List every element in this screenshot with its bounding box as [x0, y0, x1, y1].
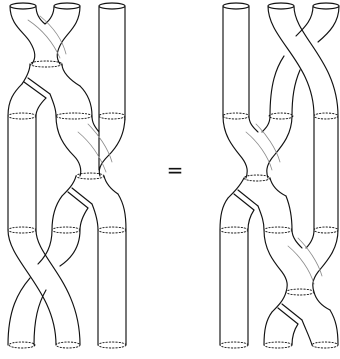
left-top-end-1	[10, 3, 36, 9]
left-top-end-2	[54, 3, 80, 9]
left-top-end-3	[99, 3, 125, 9]
right-cobordism	[220, 3, 339, 348]
left-cobordism	[8, 3, 126, 348]
equals-sign: =	[163, 158, 187, 182]
